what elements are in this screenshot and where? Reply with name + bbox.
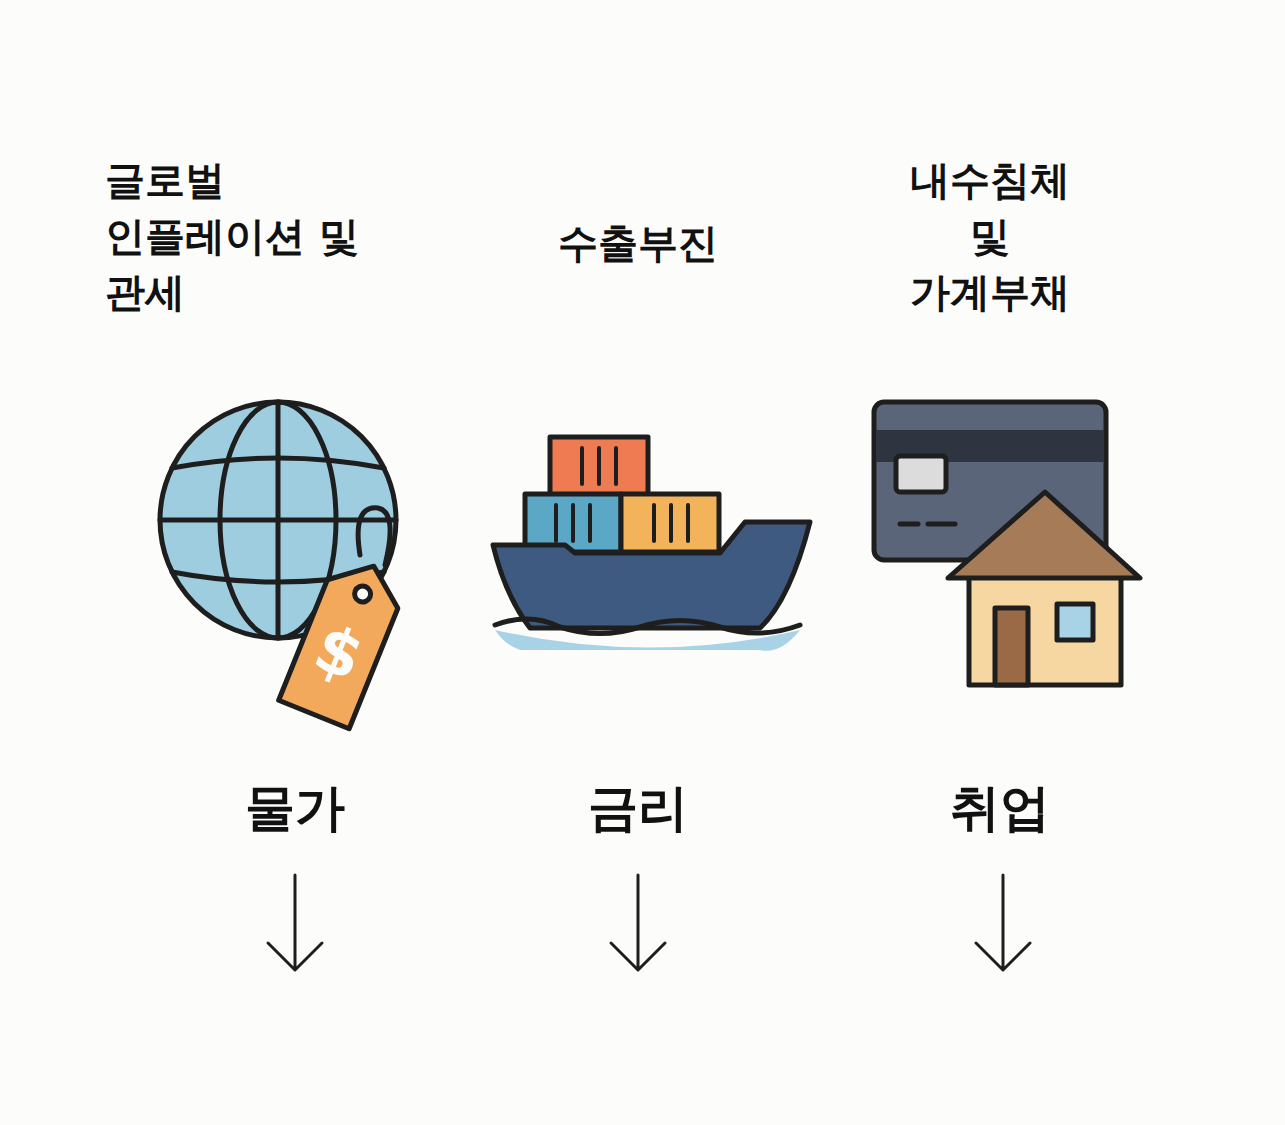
down-arrow <box>976 875 1030 970</box>
down-arrow <box>611 875 665 970</box>
heading-label: 글로벌 인플레이션 및 관세 <box>105 152 415 320</box>
cargo-ship-icon <box>493 437 810 651</box>
effect-label: 취업 <box>880 778 1120 838</box>
heading-label: 내수침체 및 가계부채 <box>898 152 1083 320</box>
card-house-icon <box>874 402 1140 685</box>
effect-label: 금리 <box>518 778 758 838</box>
effect-label: 물가 <box>175 778 415 838</box>
down-arrow <box>268 875 322 970</box>
globe-icon <box>160 402 396 638</box>
price-tag-icon: $ <box>279 552 409 729</box>
heading-label: 수출부진 <box>478 215 798 271</box>
svg-text:$: $ <box>304 610 373 695</box>
